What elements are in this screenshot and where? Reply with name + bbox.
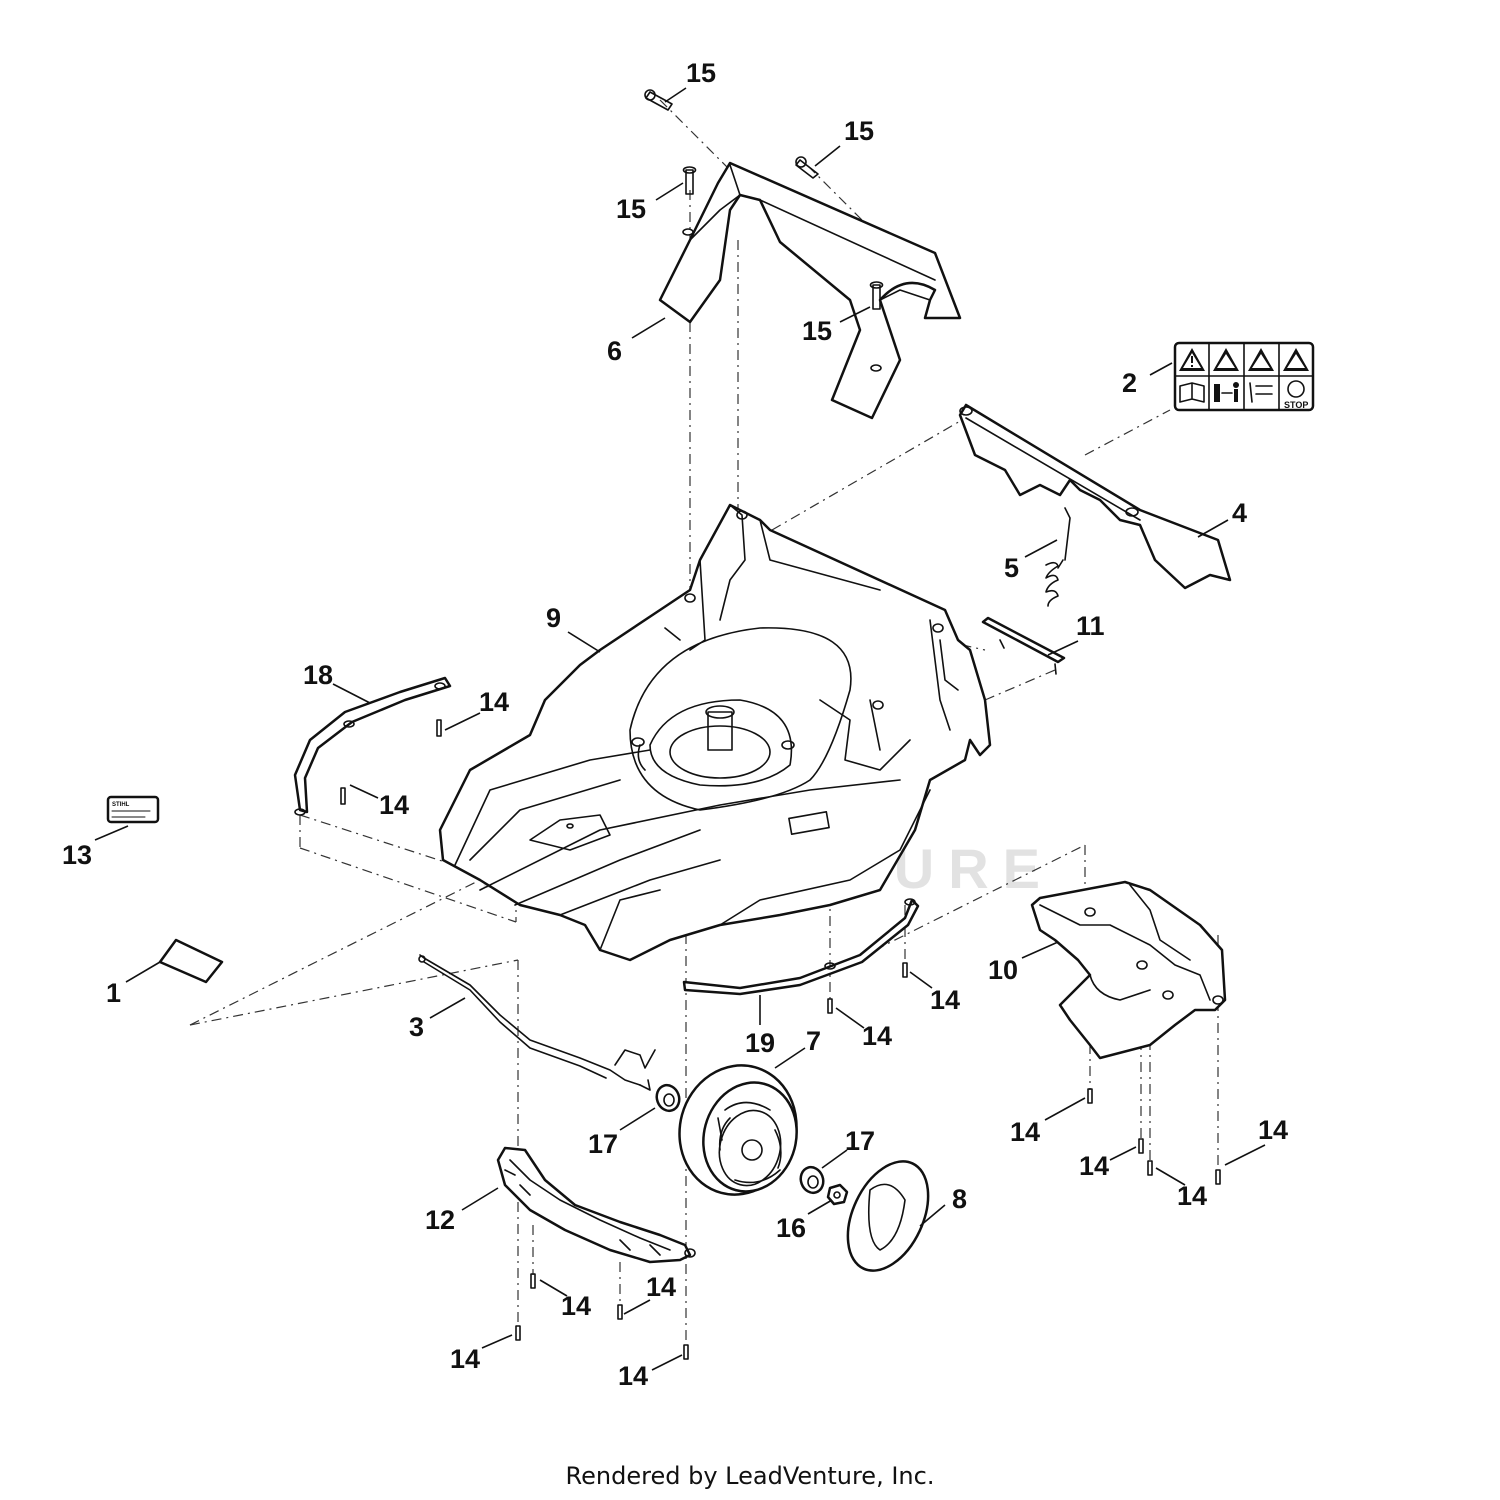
callout-14: 14 <box>618 1361 648 1391</box>
callout-14: 14 <box>561 1291 591 1321</box>
callout-8: 8 <box>952 1184 967 1214</box>
callout-14: 14 <box>1010 1117 1040 1147</box>
callout-16: 16 <box>776 1213 806 1243</box>
handle-bracket <box>658 161 962 420</box>
footer-credit: Rendered by LeadVenture, Inc. <box>565 1462 935 1490</box>
callout-14: 14 <box>1079 1151 1109 1181</box>
callout-13: 13 <box>62 840 92 870</box>
screw-14-group <box>340 719 1221 1360</box>
callout-14: 14 <box>862 1021 892 1051</box>
mower-deck <box>438 503 992 962</box>
manual-icon <box>1179 382 1205 403</box>
leader-lines <box>94 87 1266 1371</box>
callout-1: 1 <box>106 978 121 1008</box>
callout-7: 7 <box>806 1026 821 1056</box>
rear-axle <box>418 954 656 1091</box>
callout-3: 3 <box>409 1012 424 1042</box>
bearing-right <box>799 1165 825 1195</box>
callout-15: 15 <box>686 58 716 88</box>
callout-15: 15 <box>802 316 832 346</box>
bearing-left <box>655 1083 681 1113</box>
callout-11: 11 <box>1076 611 1105 641</box>
callout-9: 9 <box>546 603 561 633</box>
deflector-bar <box>981 616 1066 675</box>
stop-text: STOP <box>1284 400 1308 410</box>
hub-cap <box>846 1160 930 1272</box>
screw-15-left <box>682 166 697 195</box>
callout-10: 10 <box>988 955 1018 985</box>
wheel <box>678 1064 798 1196</box>
callout-18: 18 <box>303 660 333 690</box>
nut <box>826 1183 849 1206</box>
callout-17: 17 <box>845 1126 875 1156</box>
screw-15-lower <box>869 281 884 310</box>
stihl-text: STIHL <box>112 802 130 808</box>
torsion-spring <box>1045 507 1071 607</box>
callout-15: 15 <box>844 116 874 146</box>
callout-17: 17 <box>588 1129 618 1159</box>
side-discharge-chute <box>1030 880 1227 1060</box>
callout-5: 5 <box>1004 553 1019 583</box>
callout-14: 14 <box>450 1344 480 1374</box>
rear-flap <box>958 403 1232 590</box>
callout-14: 14 <box>379 790 409 820</box>
callout-4: 4 <box>1232 498 1247 528</box>
callout-2: 2 <box>1122 368 1137 398</box>
callout-14: 14 <box>479 687 509 717</box>
callout-14: 14 <box>646 1272 676 1302</box>
screw-15-upper-right <box>795 156 819 179</box>
info-tag <box>158 938 224 984</box>
rear-bumper-bar <box>682 898 920 996</box>
callout-12: 12 <box>425 1205 455 1235</box>
callout-19: 19 <box>745 1028 775 1058</box>
callout-6: 6 <box>607 336 622 366</box>
front-axle-bracket <box>496 1146 696 1264</box>
callout-14: 14 <box>1177 1181 1207 1211</box>
callout-15: 15 <box>616 194 646 224</box>
screw-15-top <box>644 89 673 111</box>
callout-14: 14 <box>1258 1115 1288 1145</box>
warning-label: STOP <box>1173 341 1315 412</box>
front-bumper-bar <box>293 676 452 816</box>
callouts: 15 15 15 15 6 2 4 5 9 11 18 14 14 13 1 3… <box>62 58 1288 1391</box>
brand-label: STIHL <box>106 795 160 824</box>
callout-14: 14 <box>930 985 960 1015</box>
